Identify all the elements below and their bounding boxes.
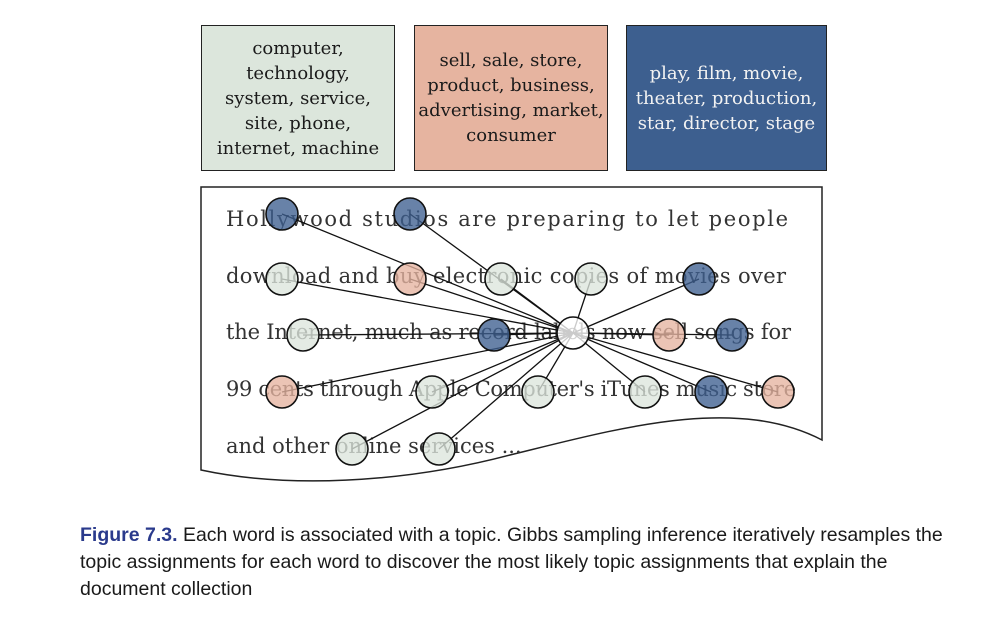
word-topic-node [265, 197, 299, 231]
word-topic-node [628, 375, 662, 409]
assignment-edge [302, 332, 574, 336]
assignment-edge [281, 332, 574, 393]
assignment-edge [572, 278, 700, 334]
topic-box-film: play, film, movie, theater, production, … [626, 25, 827, 171]
caption-text: Each word is associated with a topic. Gi… [80, 524, 943, 600]
word-topic-node [265, 262, 299, 296]
topic-words: advertising, market, [418, 100, 604, 121]
topic-words: product, business, [427, 75, 595, 96]
assignment-edge [281, 213, 574, 334]
topic-words: consumer [466, 125, 556, 146]
figure-caption: Figure 7.3. Each word is associated with… [80, 522, 960, 603]
assignment-edge [572, 332, 712, 393]
assignment-edge [431, 332, 574, 393]
topic-words: system, service, [225, 87, 371, 109]
topic-word-list: computer, technology, system, service, s… [217, 36, 379, 161]
topic-words: star, director, stage [637, 112, 816, 134]
topic-words: technology, [246, 62, 350, 84]
word-topic-node [761, 375, 795, 409]
assignment-edge [572, 332, 779, 393]
word-topic-node [477, 318, 511, 352]
topic-box-technology: computer, technology, system, service, s… [201, 25, 395, 171]
topic-words: computer, [252, 37, 344, 59]
assignment-edge [438, 332, 574, 450]
assignment-edge [281, 278, 574, 334]
document-line: Hollywood studios are preparing to let p… [226, 207, 788, 231]
word-topic-node [652, 318, 686, 352]
word-topic-node [484, 262, 518, 296]
word-topic-node [694, 375, 728, 409]
topic-words: play, film, movie, [649, 62, 804, 84]
word-topic-nodes [265, 197, 795, 466]
word-topic-node [265, 375, 299, 409]
word-topic-node [422, 432, 456, 466]
word-topic-node [393, 197, 427, 231]
topic-words: sell, sale, store, [439, 50, 583, 71]
sampling-hub-node [556, 316, 590, 350]
topic-word-list: sell, sale, store, product, business, ad… [418, 48, 603, 148]
word-topic-node [335, 432, 369, 466]
word-topic-node [286, 318, 320, 352]
topic-box-business: sell, sale, store, product, business, ad… [414, 25, 608, 171]
caption-label: Figure 7.3. [80, 524, 178, 546]
assignment-edge [409, 278, 574, 334]
word-topic-node [393, 262, 427, 296]
word-topic-node [415, 375, 449, 409]
word-topic-node [682, 262, 716, 296]
topic-words: theater, production, [635, 87, 818, 109]
word-topic-node [521, 375, 555, 409]
assignment-edge [351, 332, 574, 450]
topic-words: site, phone, [244, 112, 352, 134]
word-topic-node [715, 318, 749, 352]
word-topic-node [574, 262, 608, 296]
topic-word-list: play, film, movie, theater, production, … [636, 61, 817, 136]
topic-words: internet, machine [216, 137, 380, 159]
